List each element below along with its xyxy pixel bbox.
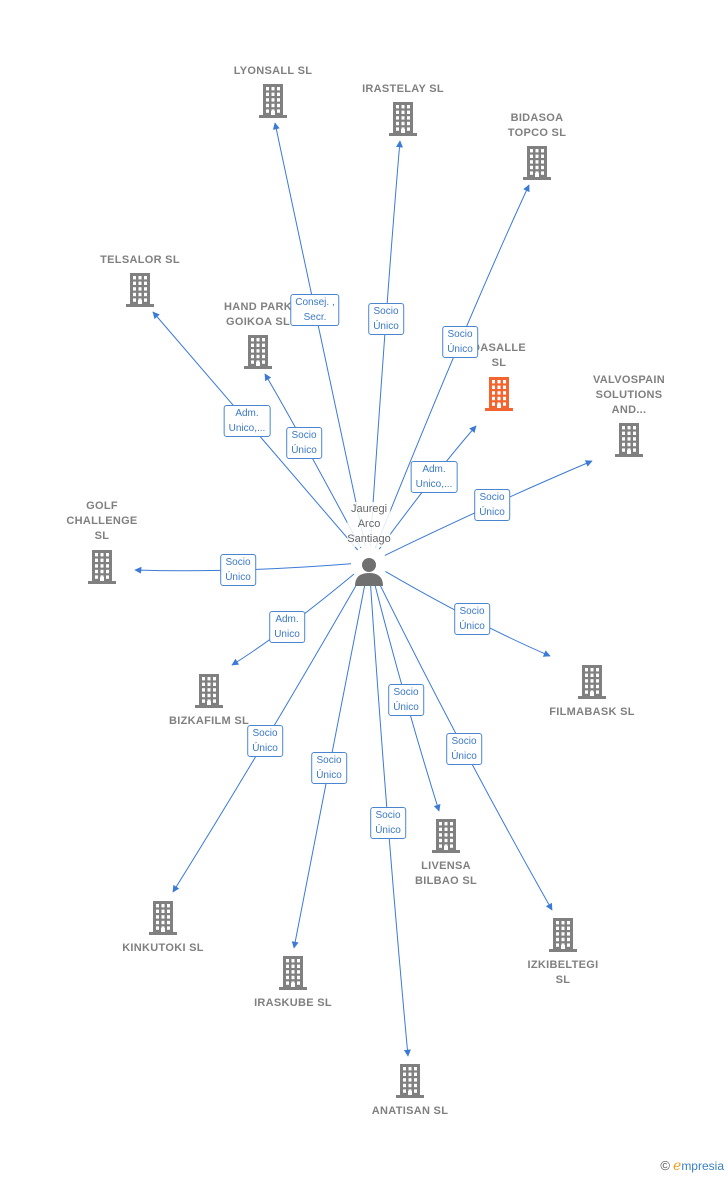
person-name[interactable]: Jauregi Arco Santiago bbox=[347, 502, 391, 547]
company-label-telsalor[interactable]: TELSALOR SL bbox=[100, 254, 180, 266]
brand-initial: e bbox=[673, 1158, 682, 1174]
company-label-valvospain[interactable]: VALVOSPAIN SOLUTIONS AND... bbox=[592, 374, 666, 416]
edge-label-iraskube[interactable]: Socio Único bbox=[311, 752, 347, 784]
company-label-kinkutoki[interactable]: KINKUTOKI SL bbox=[122, 942, 204, 954]
building-icon-bizkafilm[interactable] bbox=[195, 674, 223, 708]
edge-lyonsall bbox=[272, 122, 366, 547]
company-label-anatisan[interactable]: ANATISAN SL bbox=[371, 1105, 449, 1117]
company-label-iraskube[interactable]: IRASKUBE SL bbox=[254, 997, 332, 1009]
edge-label-telsalor[interactable]: Adm. Unico,... bbox=[223, 405, 271, 437]
company-label-lyonsall[interactable]: LYONSALL SL bbox=[233, 65, 313, 77]
company-label-bizkafilm[interactable]: BIZKAFILM SL bbox=[169, 715, 249, 727]
company-label-bidasoa[interactable]: BIDASOA TOPCO SL bbox=[507, 112, 567, 139]
edge-label-bizkafilm[interactable]: Adm. Unico bbox=[269, 611, 305, 643]
building-icon-valvospain[interactable] bbox=[615, 423, 643, 457]
edges-layer bbox=[134, 122, 593, 1057]
edge-label-livensa[interactable]: Socio Único bbox=[388, 684, 424, 716]
company-label-izkibeltegi[interactable]: IZKIBELTEGI SL bbox=[527, 959, 599, 986]
building-icon-kinkutoki[interactable] bbox=[149, 901, 177, 935]
building-icon-izkibeltegi[interactable] bbox=[549, 918, 577, 952]
company-label-irastelay[interactable]: IRASTELAY SL bbox=[362, 83, 444, 95]
company-label-dasalle[interactable]: DASALLE SL bbox=[471, 342, 527, 369]
building-icon-livensa[interactable] bbox=[432, 819, 460, 853]
edge-label-valvospain[interactable]: Socio Único bbox=[474, 489, 510, 521]
person-icon[interactable] bbox=[355, 558, 383, 586]
company-label-golf[interactable]: GOLF CHALLENGE SL bbox=[66, 500, 138, 542]
building-icon-golf[interactable] bbox=[88, 550, 116, 584]
building-icon-dasalle[interactable] bbox=[485, 377, 513, 411]
edge-label-filmabask[interactable]: Socio Único bbox=[454, 603, 490, 635]
building-icon-iraskube[interactable] bbox=[279, 956, 307, 990]
footer-brand[interactable]: ©empresia bbox=[660, 1158, 724, 1174]
building-icon-bidasoa[interactable] bbox=[523, 146, 551, 180]
company-label-livensa[interactable]: LIVENSA BILBAO SL bbox=[415, 860, 477, 887]
edge-label-irastelay[interactable]: Socio Único bbox=[368, 303, 404, 335]
edge-label-anatisan[interactable]: Socio Único bbox=[370, 807, 406, 839]
edge-irastelay bbox=[369, 140, 403, 547]
building-icon-irastelay[interactable] bbox=[389, 102, 417, 136]
edge-label-bidasoa[interactable]: Socio Único bbox=[442, 326, 478, 358]
edge-label-izkibeltegi[interactable]: Socio Único bbox=[446, 733, 482, 765]
building-icon-filmabask[interactable] bbox=[578, 665, 606, 699]
building-icon-telsalor[interactable] bbox=[126, 273, 154, 307]
edge-label-kinkutoki[interactable]: Socio Único bbox=[247, 725, 283, 757]
company-label-filmabask[interactable]: FILMABASK SL bbox=[549, 706, 635, 718]
edge-label-golf[interactable]: Socio Único bbox=[220, 554, 256, 586]
copyright-symbol: © bbox=[660, 1158, 671, 1173]
company-label-handpark[interactable]: HAND PARK GOIKOA SL bbox=[224, 301, 292, 328]
brand-name: mpresia bbox=[681, 1159, 724, 1173]
building-icon-lyonsall[interactable] bbox=[259, 84, 287, 118]
building-icon-handpark[interactable] bbox=[244, 335, 272, 369]
edge-label-handpark[interactable]: Socio Único bbox=[286, 427, 322, 459]
edge-label-lyonsall[interactable]: Consej. , Secr. bbox=[290, 294, 340, 326]
edge-label-dasalle[interactable]: Adm. Unico,... bbox=[410, 461, 458, 493]
building-icon-anatisan[interactable] bbox=[396, 1064, 424, 1098]
